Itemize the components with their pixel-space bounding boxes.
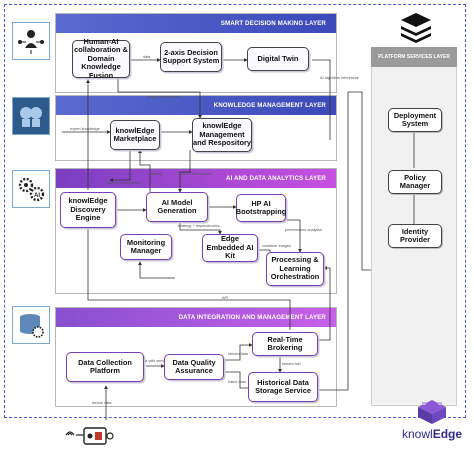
gear-ai-icon: AI xyxy=(12,170,50,208)
edge-label-batch-data: batch data xyxy=(228,380,246,384)
database-gear-icon xyxy=(12,306,50,344)
data-collection-box[interactable]: Data Collection Platform xyxy=(66,352,144,382)
stacked-layers-icon xyxy=(398,10,434,44)
data-quality-box[interactable]: Data Quality Assurance xyxy=(164,354,224,380)
edge-discovery-down xyxy=(87,228,291,330)
edge-market-to-discovery xyxy=(109,150,131,182)
monitoring-manager-box[interactable]: Monitoring Manager xyxy=(120,234,172,260)
edge-ai-to-market xyxy=(138,149,151,192)
edge-ai-model-to-edge xyxy=(179,222,222,235)
edge-ai-kit-box[interactable]: Edge Embedded AI Kit xyxy=(202,234,258,262)
policy-manager-box[interactable]: Policy Manager xyxy=(388,170,442,194)
discovery-engine-box[interactable]: knowlEdge Discovery Engine xyxy=(60,192,116,228)
edge-hp-to-processing xyxy=(280,219,302,253)
cube-stack-logo-icon xyxy=(414,398,450,426)
edge-quality-to-historical xyxy=(224,371,253,390)
edge-label-data-pipeline: DSO/LPWS models xyxy=(178,172,212,176)
edge-repo-to-ai-model xyxy=(178,150,191,193)
realtime-brokering-box[interactable]: Real-Time Brokering xyxy=(252,332,318,356)
brand-name: knowlEdge xyxy=(402,427,462,441)
edge-processing-to-monitoring xyxy=(138,261,175,279)
svg-text:AI: AI xyxy=(34,193,40,199)
human-ai-collaboration-box[interactable]: Human-AI collaboration & Domain Knowledg… xyxy=(72,37,130,80)
decision-support-box[interactable]: 2-axis Decision Support System xyxy=(160,42,222,72)
knowledge-management-layer-title: KNOWLEDGE MANAGEMENT LAYER xyxy=(56,96,336,115)
ai-model-generation-box[interactable]: AI Model Generation xyxy=(146,192,208,222)
edge-twin-to-right xyxy=(312,59,331,140)
knowledge-management-layer: KNOWLEDGE MANAGEMENT LAYER xyxy=(55,95,337,161)
edge-label-design-requirements: design requirements xyxy=(147,95,182,99)
edge-label-performance-analytics: performance analytics xyxy=(285,228,323,232)
edge-label-stream-data: stream data xyxy=(228,352,249,356)
edge-label-algorithm-inferences: AI algorithm inferences xyxy=(320,76,359,80)
deployment-system-box[interactable]: Deployment System xyxy=(388,108,442,132)
data-integration-layer-title: DATA INTEGRATION AND MANAGEMENT LAYER xyxy=(56,308,336,327)
digital-twin-box[interactable]: Digital Twin xyxy=(247,47,309,71)
marketplace-box[interactable]: knowlEdge Marketplace xyxy=(110,120,160,150)
edge-platform-link xyxy=(348,91,371,271)
edge-human-to-repo xyxy=(117,75,202,119)
platform-services-title: PLATFORM SERVICES LAYER xyxy=(371,47,457,67)
hp-ai-bootstrapping-box[interactable]: HP AI Bootstrapping xyxy=(236,194,286,222)
edge-label-device-data: device data xyxy=(92,401,112,405)
edge-label-data-semantics: data with semantics xyxy=(140,359,174,363)
edge-quality-to-realtime xyxy=(224,343,253,361)
edge-label-stream-fuel: stream fuel xyxy=(282,362,301,366)
system-boundary xyxy=(4,4,466,418)
edge-label-container-images: container images xyxy=(262,244,291,248)
smart-decision-layer-title: SMART DECISION MAKING LAYER xyxy=(56,14,336,33)
edge-label-training: training xyxy=(150,172,163,176)
edge-realtime-to-processing xyxy=(318,266,331,341)
edge-label-strategy: strategy + dependencies xyxy=(178,224,220,228)
edge-label-data: data xyxy=(143,55,151,59)
historical-storage-box[interactable]: Historical Data Storage Service xyxy=(248,372,318,402)
brain-heads-icon xyxy=(12,97,50,135)
edge-historical-to-right xyxy=(318,92,349,391)
processing-orchestration-box[interactable]: Processing & Learning Orchestration xyxy=(266,252,324,286)
management-repository-box[interactable]: knowlEdge Management and Respository xyxy=(192,118,252,152)
ai-analytics-layer-title: AI AND DATA ANALYTICS LAYER xyxy=(56,169,336,188)
sensor-device-icon xyxy=(62,423,118,449)
brand-name-suffix: Edge xyxy=(432,427,463,441)
edge-label-model-management: model management xyxy=(107,181,141,185)
person-network-icon xyxy=(12,22,50,60)
edge-label-api: API xyxy=(222,296,229,300)
identity-provider-box[interactable]: Identity Provider xyxy=(388,224,442,248)
edge-label-expert-knowledge: expert knowledge xyxy=(70,127,100,131)
brand-name-prefix: knowl xyxy=(402,427,433,441)
